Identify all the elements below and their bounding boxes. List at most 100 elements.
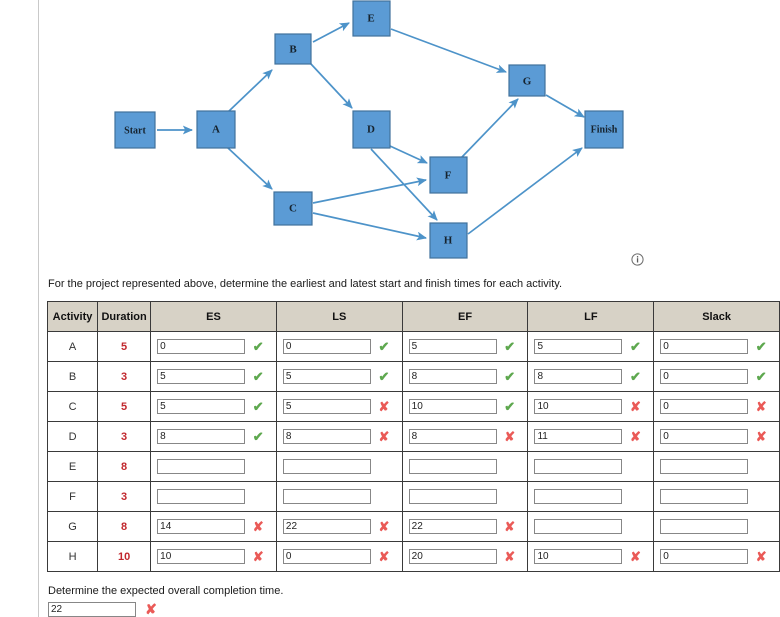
diagram-edges xyxy=(157,22,585,241)
es-input-e[interactable] xyxy=(157,459,246,474)
ef-input-d[interactable] xyxy=(408,429,497,444)
cell-wrap: ✔ xyxy=(654,339,779,354)
cell-wrap: ✔ xyxy=(151,429,276,444)
slack-input-f[interactable] xyxy=(660,489,749,504)
cell-es: ✔ xyxy=(150,391,277,422)
header-es: ES xyxy=(150,301,277,332)
ls-input-c[interactable] xyxy=(282,399,371,414)
ls-input-b[interactable] xyxy=(282,369,371,384)
slack-input-c[interactable] xyxy=(660,399,749,414)
lf-input-h[interactable] xyxy=(534,549,623,564)
node-start-label: Start xyxy=(124,125,146,136)
incorrect-x-icon: ✘ xyxy=(378,549,390,564)
cell-slack xyxy=(653,481,780,512)
no-mark xyxy=(754,459,768,474)
lf-input-e[interactable] xyxy=(534,459,623,474)
es-input-c[interactable] xyxy=(157,399,246,414)
ls-input-a[interactable] xyxy=(282,339,371,354)
node-h xyxy=(429,222,468,259)
no-mark xyxy=(754,519,768,534)
ef-input-b[interactable] xyxy=(408,369,497,384)
cell-activity: B xyxy=(46,361,99,392)
cell-slack: ✘ xyxy=(653,421,780,452)
es-input-a[interactable] xyxy=(157,339,246,354)
no-mark xyxy=(628,519,642,534)
cell-wrap: ✘ xyxy=(277,399,402,414)
correct-check-icon: ✔ xyxy=(378,369,390,384)
slack-input-e[interactable] xyxy=(660,459,749,474)
cell-wrap: ✔ xyxy=(277,339,402,354)
correct-check-icon: ✔ xyxy=(504,339,516,354)
ef-input-h[interactable] xyxy=(408,549,497,564)
cell-ls: ✘ xyxy=(275,421,403,452)
cell-activity: F xyxy=(46,481,99,512)
cell-wrap xyxy=(403,489,528,504)
cell-wrap xyxy=(277,489,402,504)
table-row: H10✘✘✘✘✘ xyxy=(46,541,780,572)
lf-input-a[interactable] xyxy=(534,339,623,354)
correct-check-icon: ✔ xyxy=(252,369,264,384)
ef-input-g[interactable] xyxy=(408,519,497,534)
ls-input-f[interactable] xyxy=(282,489,371,504)
ls-input-h[interactable] xyxy=(282,549,371,564)
es-input-b[interactable] xyxy=(157,369,246,384)
ls-input-e[interactable] xyxy=(282,459,371,474)
cell-ls: ✔ xyxy=(275,361,403,392)
cell-duration: 8 xyxy=(97,511,152,542)
slack-input-a[interactable] xyxy=(660,339,749,354)
table-row: D3✔✘✘✘✘ xyxy=(46,421,780,452)
table-row: C5✔✘✔✘✘ xyxy=(46,391,780,422)
slack-input-h[interactable] xyxy=(660,549,749,564)
node-d xyxy=(352,110,391,149)
ls-input-g[interactable] xyxy=(282,519,371,534)
lf-input-g[interactable] xyxy=(534,519,623,534)
cell-wrap xyxy=(403,459,528,474)
cell-ef xyxy=(401,481,529,512)
cell-ef: ✔ xyxy=(401,391,529,422)
slack-input-g[interactable] xyxy=(660,519,749,534)
info-icon[interactable] xyxy=(631,253,644,266)
ls-input-d[interactable] xyxy=(282,429,371,444)
slack-input-b[interactable] xyxy=(660,369,749,384)
edge-g-finish xyxy=(545,94,585,118)
edge-h-finish xyxy=(467,147,583,235)
cell-es xyxy=(150,481,277,512)
edge-c-h xyxy=(312,212,427,241)
cell-lf: ✔ xyxy=(527,361,655,392)
ef-input-a[interactable] xyxy=(408,339,497,354)
cell-wrap: ✘ xyxy=(528,549,653,564)
cell-ls: ✘ xyxy=(275,541,403,572)
lf-input-c[interactable] xyxy=(534,399,623,414)
ef-input-f[interactable] xyxy=(408,489,497,504)
cell-wrap: ✘ xyxy=(403,519,528,534)
incorrect-x-icon: ✘ xyxy=(252,519,264,534)
ef-input-e[interactable] xyxy=(408,459,497,474)
correct-check-icon: ✔ xyxy=(504,399,516,414)
cell-duration: 5 xyxy=(97,391,152,422)
header-ls: LS xyxy=(275,301,403,332)
no-mark xyxy=(754,489,768,504)
lf-input-f[interactable] xyxy=(534,489,623,504)
ef-input-c[interactable] xyxy=(408,399,497,414)
es-input-d[interactable] xyxy=(157,429,246,444)
edge-f-g xyxy=(461,98,519,158)
node-start xyxy=(114,111,156,149)
es-input-h[interactable] xyxy=(157,549,246,564)
completion-time-input[interactable] xyxy=(48,602,136,617)
instruction-text: For the project represented above, deter… xyxy=(48,278,563,290)
es-input-g[interactable] xyxy=(157,519,246,534)
cell-activity: C xyxy=(46,391,99,422)
cell-wrap: ✔ xyxy=(403,369,528,384)
cell-wrap: ✘ xyxy=(277,429,402,444)
slack-input-d[interactable] xyxy=(660,429,749,444)
node-f-label: F xyxy=(445,170,452,182)
cell-slack: ✘ xyxy=(653,541,780,572)
cell-duration: 8 xyxy=(97,451,152,482)
es-input-f[interactable] xyxy=(157,489,246,504)
incorrect-x-icon: ✘ xyxy=(378,399,390,414)
incorrect-x-icon: ✘ xyxy=(755,549,767,564)
lf-input-b[interactable] xyxy=(534,369,623,384)
cell-slack: ✘ xyxy=(653,391,780,422)
lf-input-d[interactable] xyxy=(534,429,623,444)
